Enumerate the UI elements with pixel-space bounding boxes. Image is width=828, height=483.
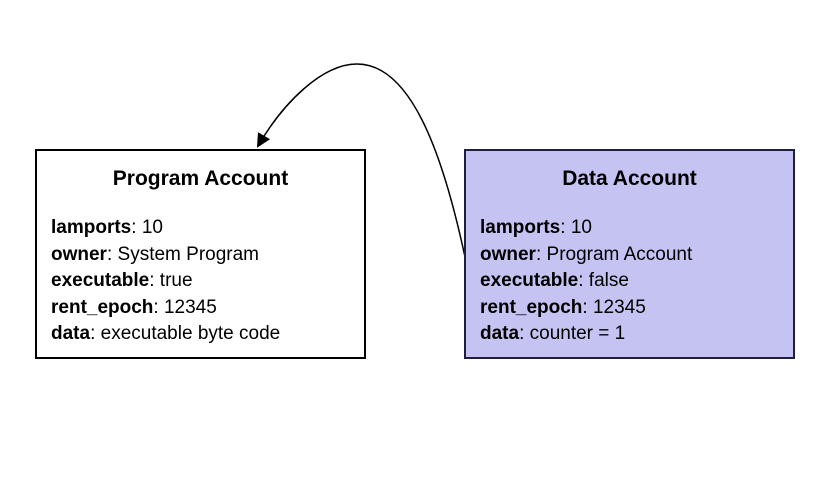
field-row: owner: System Program: [51, 242, 350, 269]
field-label: lamports: [51, 217, 132, 238]
field-separator: :: [560, 217, 571, 238]
field-separator: :: [149, 270, 160, 291]
field-label: lamports: [480, 217, 561, 238]
program-account-box: Program Account lamports: 10 owner: Syst…: [35, 149, 366, 359]
field-label: data: [480, 323, 520, 344]
field-label: rent_epoch: [51, 296, 154, 318]
field-value: System Program: [117, 243, 259, 265]
field-separator: :: [90, 323, 101, 344]
program-account-fields: lamports: 10 owner: System Program execu…: [51, 215, 350, 348]
field-value: 12345: [592, 296, 646, 318]
field-value: 10: [570, 217, 592, 238]
field-row: lamports: 10: [480, 215, 779, 242]
field-separator: :: [153, 296, 164, 318]
field-separator: :: [519, 323, 530, 344]
field-value: 12345: [163, 296, 217, 318]
field-row: executable: false: [480, 268, 779, 295]
field-value: counter = 1: [529, 323, 626, 344]
data-account-box: Data Account lamports: 10 owner: Program…: [464, 149, 795, 359]
field-row: lamports: 10: [51, 215, 350, 242]
field-value: executable byte code: [100, 323, 281, 344]
data-account-title: Data Account: [562, 167, 697, 190]
data-account-fields: lamports: 10 owner: Program Account exec…: [480, 215, 779, 348]
field-separator: :: [578, 270, 589, 291]
field-separator: :: [131, 217, 142, 238]
field-value: true: [159, 270, 193, 291]
field-value: false: [588, 270, 629, 291]
field-value: 10: [141, 217, 163, 238]
field-row: owner: Program Account: [480, 242, 779, 269]
field-row: rent_epoch: 12345: [51, 295, 350, 322]
field-label: rent_epoch: [480, 296, 583, 318]
field-separator: :: [106, 243, 118, 265]
field-label: owner: [480, 243, 536, 265]
field-label: owner: [51, 243, 107, 265]
field-row: data: counter = 1: [480, 321, 779, 348]
field-row: data: executable byte code: [51, 321, 350, 348]
field-value: Program Account: [546, 243, 693, 265]
field-separator: :: [535, 243, 547, 265]
field-label: executable: [480, 270, 579, 291]
field-row: rent_epoch: 12345: [480, 295, 779, 322]
field-label: executable: [51, 270, 150, 291]
field-separator: :: [582, 296, 593, 318]
field-row: executable: true: [51, 268, 350, 295]
field-label: data: [51, 323, 91, 344]
program-account-title: Program Account: [112, 167, 289, 190]
